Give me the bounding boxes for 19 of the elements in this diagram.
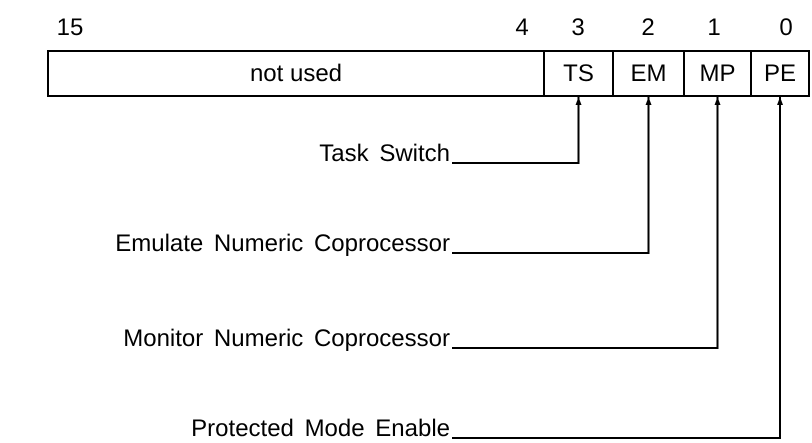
field-label: Task Switch	[319, 140, 450, 168]
field-label: Protected Mode Enable	[191, 415, 450, 443]
field-label: Monitor Numeric Coprocessor	[123, 325, 450, 353]
bit-number: 3	[571, 14, 585, 42]
register-field: PE	[750, 50, 810, 97]
bit-number: 1	[707, 14, 721, 42]
bit-number: 15	[56, 14, 84, 42]
arrow	[452, 96, 652, 254]
register-field: MP	[683, 50, 752, 97]
arrow	[452, 96, 582, 164]
arrow	[452, 96, 721, 349]
bit-number: 0	[779, 14, 793, 42]
register-field: TS	[543, 50, 614, 97]
register-field: not used	[47, 50, 545, 97]
bit-number: 4	[515, 14, 529, 42]
arrow	[452, 96, 784, 439]
bit-number: 2	[641, 14, 655, 42]
register-field: EM	[612, 50, 685, 97]
field-label: Emulate Numeric Coprocessor	[115, 230, 450, 258]
